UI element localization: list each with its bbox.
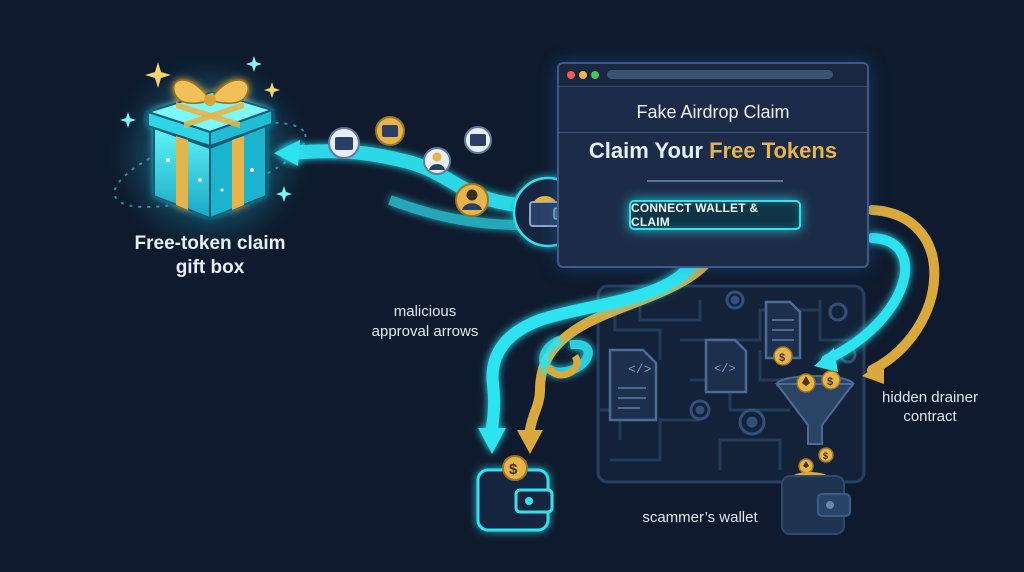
code-icon: </> (714, 362, 736, 376)
coin-icon: $ (821, 370, 841, 390)
approval-arrows-label: malicious approval arrows (340, 302, 510, 342)
svg-text:$: $ (827, 376, 833, 388)
address-bar (607, 70, 833, 79)
drainer-label-line1: hidden drainer (882, 389, 978, 406)
wallet-icon: $ (476, 455, 554, 532)
browser-toolbar (559, 64, 867, 87)
document-icon (764, 300, 802, 360)
svg-text:$: $ (823, 451, 828, 461)
gift-box-icon (144, 79, 276, 220)
claim-heading-prefix: Claim Your (588, 138, 710, 163)
code-document-icon: </> (704, 338, 748, 394)
fake-airdrop-browser-window: Fake Airdrop Claim Claim Your Free Token… (557, 62, 869, 268)
svg-text:$: $ (509, 461, 518, 478)
svg-text:$: $ (779, 352, 785, 364)
wallet-bubble-icon (328, 127, 360, 159)
approval-arrow-gold (525, 231, 725, 435)
text-placeholder-line (647, 180, 783, 182)
maximize-window-icon (591, 71, 599, 79)
gear-icon (689, 290, 857, 436)
approval-arrows-label-line2: approval arrows (371, 323, 479, 340)
connect-wallet-claim-button[interactable]: CONNECT WALLET & CLAIM (629, 200, 801, 230)
minimize-window-icon (579, 71, 587, 79)
gift-box-label-line1: Free-token claim (134, 233, 286, 254)
approval-arrows-label-line1: malicious (393, 303, 457, 320)
user-avatar-icon (423, 147, 451, 175)
user-avatar-icon (455, 183, 489, 217)
page-title: Fake Airdrop Claim (636, 102, 790, 122)
claim-heading-highlight: Free Tokens (709, 138, 838, 163)
drainer-contract-label: hidden drainer contract (860, 388, 1000, 426)
flow-arrowhead (274, 140, 300, 166)
approval-arrow-cyan (486, 230, 706, 434)
code-document-icon: </> (608, 348, 658, 422)
code-icon: </> (628, 362, 652, 377)
wallet-bubble-icon (375, 116, 405, 146)
claim-heading: Claim Your Free Tokens (559, 138, 867, 164)
flow-to-drainer-cyan (821, 233, 911, 365)
gift-box-label: Free-token claim gift box (95, 232, 325, 280)
coin-icon: $ (773, 346, 793, 366)
divider (559, 132, 867, 133)
wallet-bubble-icon (464, 126, 492, 154)
drainer-label-line2: contract (903, 408, 957, 425)
scammer-wallet-label: scammer’s wallet (642, 509, 758, 526)
flow-to-drainer-gold (867, 205, 940, 375)
close-window-icon (567, 71, 575, 79)
gift-box-label-line2: gift box (175, 257, 245, 278)
sparkle-icon (120, 56, 292, 202)
coin-icon: $ (818, 447, 834, 463)
scammer-wallet-icon (781, 472, 851, 535)
